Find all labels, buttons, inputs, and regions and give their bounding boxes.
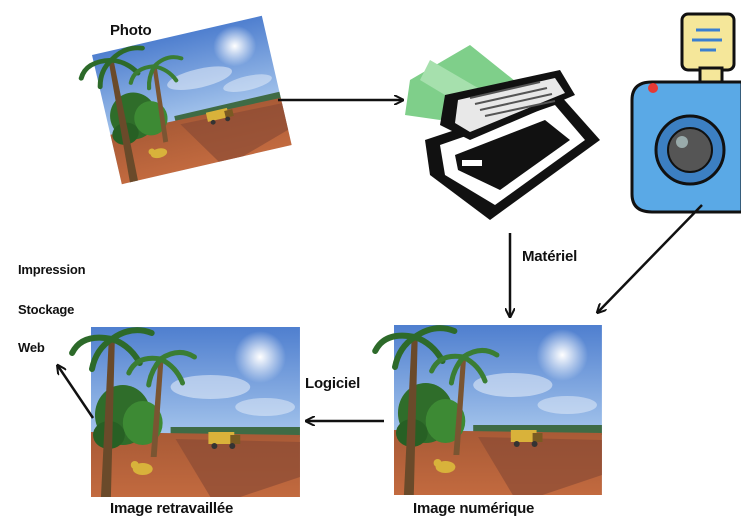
image-numerique (375, 325, 602, 495)
image-retravaillee (72, 327, 300, 497)
label-logiciel: Logiciel (305, 375, 361, 392)
label-web: Web (18, 340, 45, 355)
label-materiel: Matériel (522, 248, 578, 265)
source-photo (77, 16, 292, 188)
arrow-retravaillee-to-outputs (58, 366, 95, 419)
label-stockage: Stockage (18, 302, 75, 317)
label-image-retravaillee: Image retravaillée (110, 500, 234, 517)
label-photo: Photo (110, 22, 152, 39)
label-image-numerique: Image numérique (413, 500, 535, 517)
scanner-icon (405, 45, 600, 220)
camera-icon (630, 12, 741, 214)
label-impression: Impression (18, 262, 86, 277)
arrow-camera-to-image (598, 204, 703, 312)
